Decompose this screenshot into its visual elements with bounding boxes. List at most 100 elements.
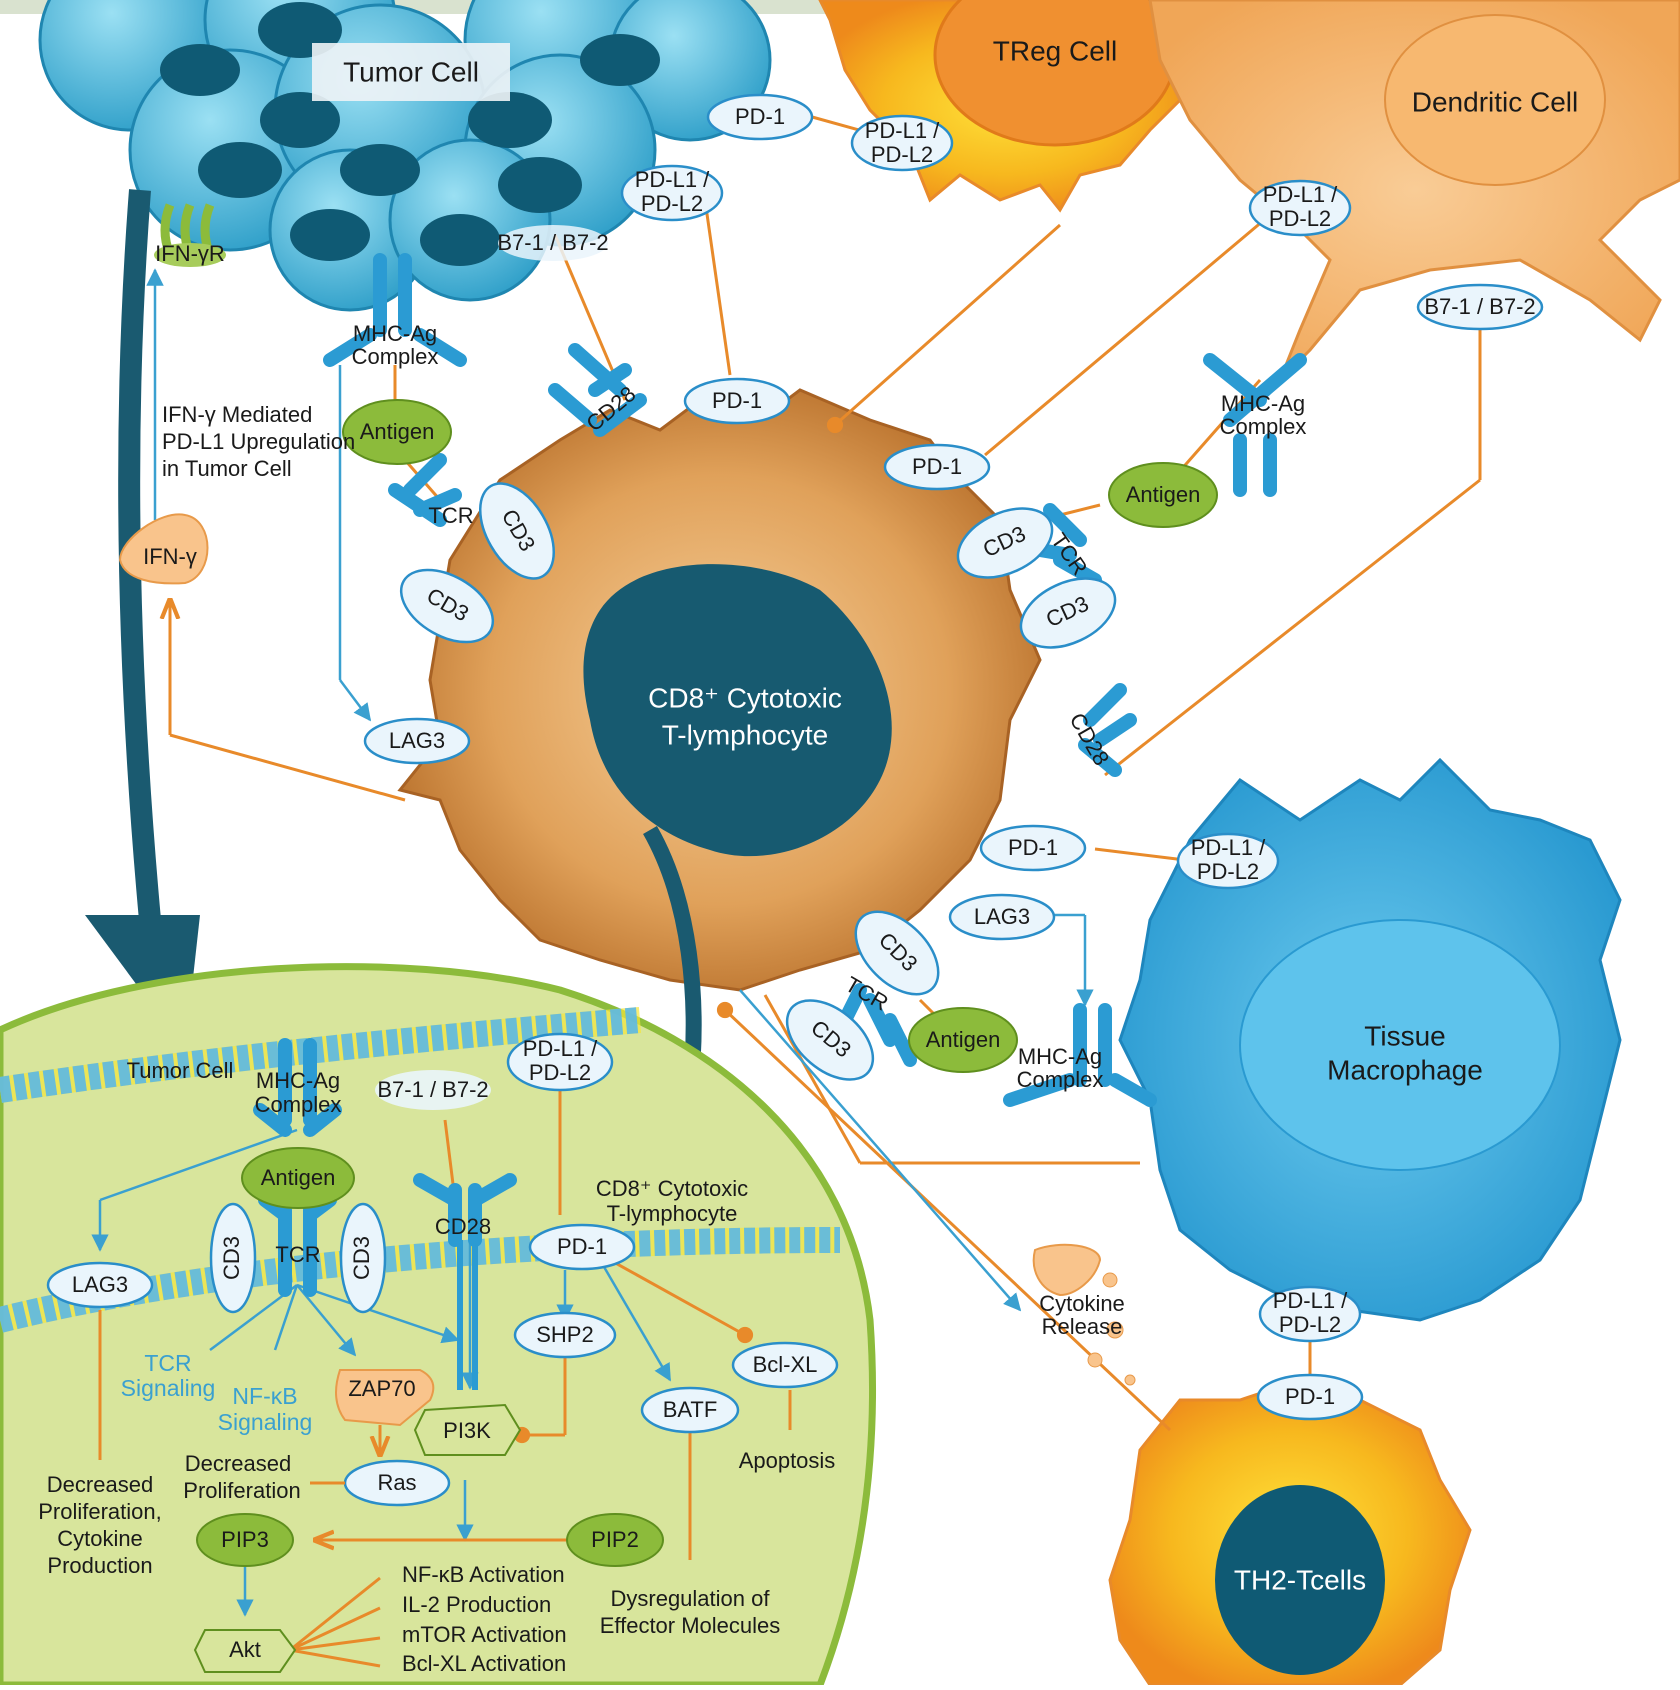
inset-cd3-left: CD3 bbox=[209, 1202, 257, 1314]
pdl-label-1: PD-L1 / bbox=[1263, 182, 1338, 207]
pdl-tumor: PD-L1 / PD-L2 bbox=[620, 164, 724, 222]
inset-b7-label: B7-1 / B7-2 bbox=[377, 1077, 488, 1102]
lag3-label: LAG3 bbox=[389, 728, 445, 753]
pdl-label-2: PD-L2 bbox=[641, 191, 703, 216]
mhc-dendritic: MHC-Ag Complex bbox=[1220, 391, 1307, 439]
inset-batf: BATF bbox=[640, 1386, 740, 1434]
antigen-label: Antigen bbox=[360, 419, 435, 444]
inset-dys-1: Dysregulation of bbox=[611, 1586, 771, 1611]
treg-cell: TReg Cell bbox=[818, 0, 1192, 213]
inset-deccyt-2: Proliferation, bbox=[38, 1499, 162, 1524]
cd8-label-1: CD8⁺ Cytotoxic bbox=[648, 682, 842, 713]
b7-dendritic: B7-1 / B7-2 bbox=[1416, 283, 1544, 331]
mhc-label-2: Complex bbox=[1220, 414, 1307, 439]
inset-pd1-label: PD-1 bbox=[557, 1234, 607, 1259]
pdl-label-1: PD-L1 / bbox=[1191, 835, 1266, 860]
mhc-label-2: Complex bbox=[352, 344, 439, 369]
inset-mhc-2: Complex bbox=[255, 1092, 342, 1117]
inset-ras: Ras bbox=[343, 1459, 451, 1507]
inset-shp2-label: SHP2 bbox=[536, 1322, 593, 1347]
cd3-bottom-b: CD3 bbox=[785, 999, 875, 1081]
pd1-tumor-top: PD-1 bbox=[706, 93, 814, 141]
th2-label: TH2-Tcells bbox=[1234, 1564, 1366, 1595]
inset-antigen-label: Antigen bbox=[261, 1165, 336, 1190]
inset-pip2-label: PIP2 bbox=[591, 1527, 639, 1552]
macrophage-label-2: Macrophage bbox=[1327, 1054, 1483, 1085]
pdl-label-2: PD-L2 bbox=[1197, 859, 1259, 884]
b7-label: B7-1 / B7-2 bbox=[497, 230, 608, 255]
pdl-label-1: PD-L1 / bbox=[865, 118, 940, 143]
pd1-label: PD-1 bbox=[912, 454, 962, 479]
tumor-cell-label: Tumor Cell bbox=[343, 56, 479, 87]
pd1-cd8-top: PD-1 bbox=[683, 377, 791, 425]
pdl-macrophage: PD-L1 / PD-L2 bbox=[1176, 832, 1280, 890]
inset-pip2: PIP2 bbox=[566, 1513, 664, 1567]
cd3-right-a: CD3 bbox=[956, 507, 1054, 579]
pdl-label-1: PD-L1 / bbox=[635, 167, 710, 192]
inset-deccyt-4: Production bbox=[47, 1553, 152, 1578]
antigen-dendritic: Antigen bbox=[1108, 462, 1218, 528]
pd1-label: PD-1 bbox=[712, 388, 762, 413]
inset-cd8-1: CD8⁺ Cytotoxic bbox=[596, 1176, 748, 1201]
inset-pdl: PD-L1 / PD-L2 bbox=[506, 1032, 614, 1092]
inset-out-3: mTOR Activation bbox=[402, 1622, 567, 1647]
mhc-label-2: Complex bbox=[1017, 1067, 1104, 1092]
inset-zap70: ZAP70 bbox=[335, 1369, 435, 1427]
pdl-label-2: PD-L2 bbox=[871, 142, 933, 167]
inset-batf-label: BATF bbox=[663, 1397, 718, 1422]
pd1-cd8-right: PD-1 bbox=[883, 443, 991, 491]
lag3-macrophage: LAG3 bbox=[948, 893, 1056, 941]
inset-b7: B7-1 / B7-2 bbox=[375, 1070, 491, 1110]
pd1-macrophage: PD-1 bbox=[979, 824, 1087, 872]
inset-deccyt-3: Cytokine bbox=[57, 1526, 143, 1551]
inset-out-2: IL-2 Production bbox=[402, 1592, 551, 1617]
inset-decprolif-2: Proliferation bbox=[183, 1478, 300, 1503]
inset-bclxl-label: Bcl-XL bbox=[753, 1352, 818, 1377]
th2-tcell: TH2-Tcells bbox=[1108, 1378, 1472, 1687]
inset-nfkb-signal-1: NF-κB bbox=[232, 1383, 297, 1409]
pdl-label-2: PD-L2 bbox=[1269, 206, 1331, 231]
cd3-tumor-b: CD3 bbox=[399, 568, 495, 644]
cytokine-label-1: Cytokine bbox=[1039, 1291, 1125, 1316]
dendritic-cell-label: Dendritic Cell bbox=[1412, 86, 1579, 117]
inset-deccyt-1: Decreased bbox=[47, 1472, 153, 1497]
inset-cd3-label: CD3 bbox=[349, 1236, 374, 1280]
cd3-tumor-a: CD3 bbox=[478, 482, 556, 580]
b7-tumor: B7-1 / B7-2 bbox=[497, 225, 609, 261]
inset-out-1: NF-κB Activation bbox=[402, 1562, 565, 1587]
inset-zap70-label: ZAP70 bbox=[348, 1376, 415, 1401]
inset-nfkb-signal-2: Signaling bbox=[218, 1409, 313, 1435]
inset-tcr-signal-1: TCR bbox=[144, 1350, 191, 1376]
inset-antigen: Antigen bbox=[241, 1147, 355, 1209]
inset-lag3-label: LAG3 bbox=[72, 1272, 128, 1297]
inset-pd1: PD-1 bbox=[528, 1223, 636, 1271]
inset-lag3: LAG3 bbox=[46, 1261, 154, 1309]
dendritic-cell: Dendritic Cell bbox=[1148, 0, 1680, 382]
inset-tcr-label: TCR bbox=[275, 1242, 320, 1267]
inset-bclxl: Bcl-XL bbox=[731, 1341, 839, 1389]
pd1-label: PD-1 bbox=[1008, 835, 1058, 860]
mhc-label-1: MHC-Ag bbox=[1221, 391, 1305, 416]
inset-tumor-label: Tumor Cell bbox=[127, 1058, 234, 1083]
inset-decprolif-1: Decreased bbox=[185, 1451, 291, 1476]
cytokine-label-2: Release bbox=[1042, 1314, 1123, 1339]
cd3-bottom-a: CD3 bbox=[854, 910, 940, 996]
tumor-label-box bbox=[312, 43, 510, 101]
inset-pip3-label: PIP3 bbox=[221, 1527, 269, 1552]
mhc-macrophage: MHC-Ag Complex bbox=[1017, 1044, 1104, 1092]
pd1-label: PD-1 bbox=[735, 104, 785, 129]
treg-cell-label: TReg Cell bbox=[993, 35, 1117, 66]
antigen-label: Antigen bbox=[1126, 482, 1201, 507]
tcr-label: TCR bbox=[428, 503, 473, 528]
mhc-tumor: MHC-Ag Complex bbox=[352, 321, 439, 369]
pdl-dendritic: PD-L1 / PD-L2 bbox=[1248, 179, 1352, 237]
b7-label: B7-1 / B7-2 bbox=[1424, 294, 1535, 319]
inset-akt-label: Akt bbox=[229, 1637, 261, 1662]
inset-akt: Akt bbox=[193, 1629, 297, 1673]
inset-pi3k: PI3K bbox=[413, 1403, 522, 1456]
lag3-label: LAG3 bbox=[974, 904, 1030, 929]
pdl-treg: PD-L1 / PD-L2 bbox=[850, 114, 954, 172]
ifng-ligand: IFN-γ bbox=[118, 513, 209, 585]
inset-pip3: PIP3 bbox=[196, 1513, 294, 1567]
